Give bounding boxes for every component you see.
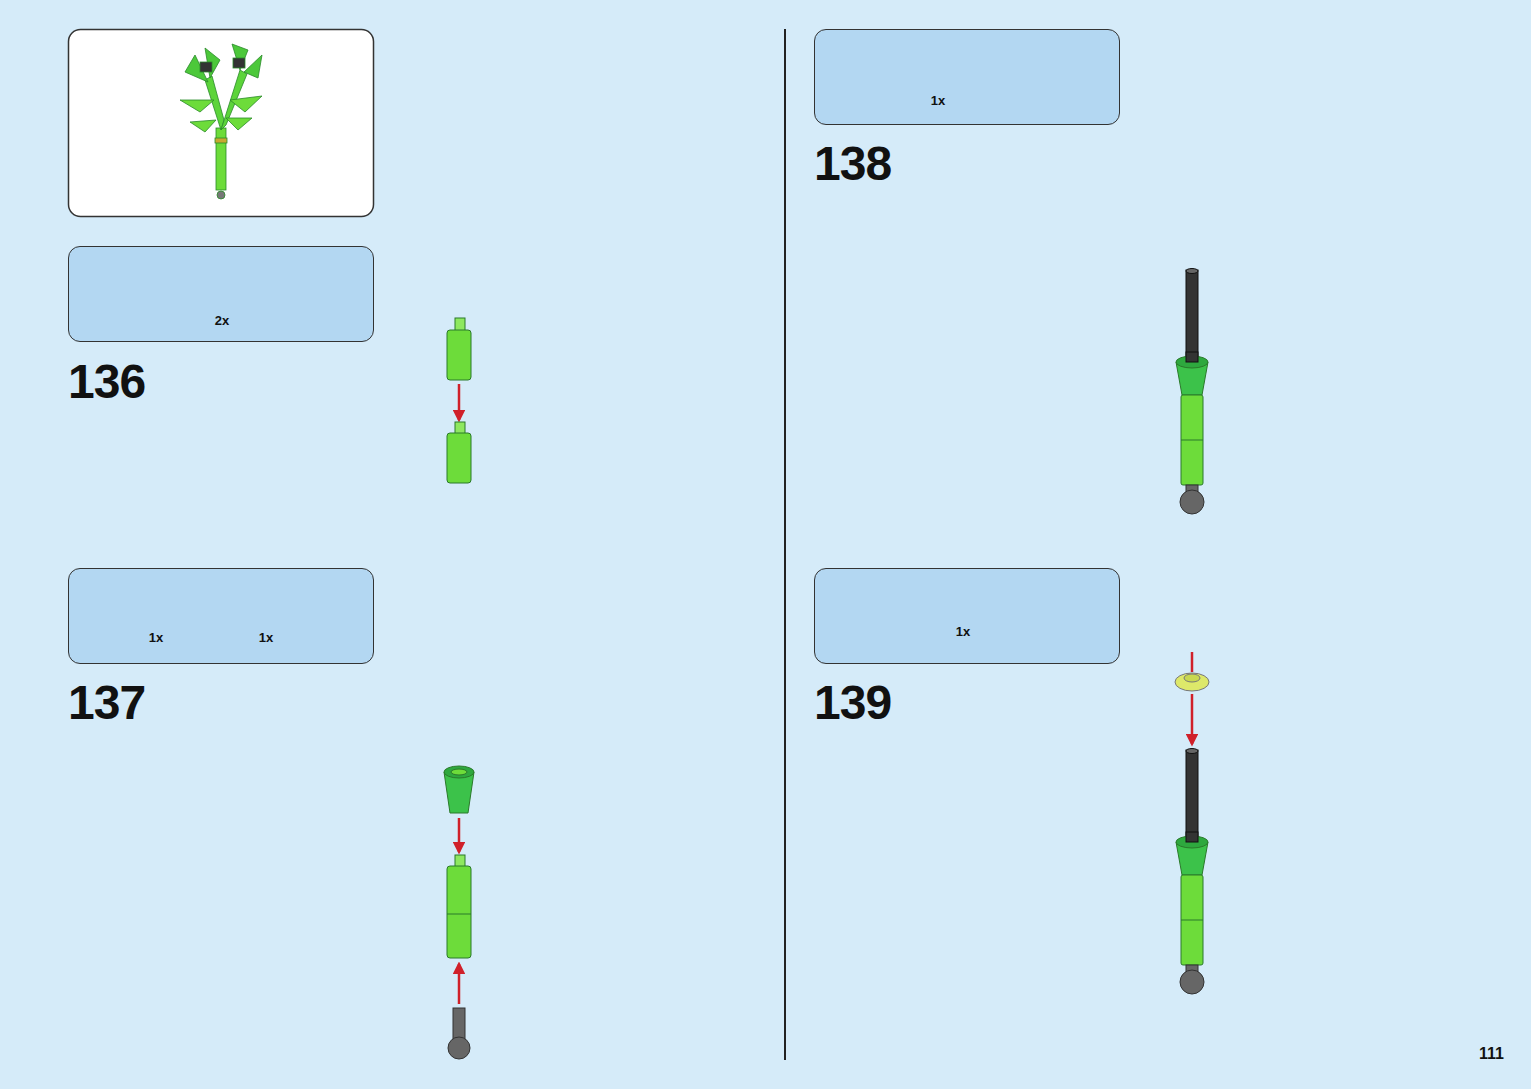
- parts-callout: 1x 1x: [68, 568, 374, 664]
- part-count: 2x: [215, 313, 229, 328]
- part-count: 1x: [259, 630, 273, 645]
- step-number: 139: [814, 679, 891, 727]
- part-count: 1x: [956, 624, 970, 639]
- page-divider: [784, 29, 786, 1060]
- parts-callout: 1x: [814, 29, 1120, 125]
- step-number: 136: [68, 358, 145, 406]
- parts-callout: 2x: [68, 246, 374, 342]
- step-number: 138: [814, 140, 891, 188]
- tree-preview: [180, 44, 262, 199]
- part-count: 1x: [149, 630, 163, 645]
- page-number: 111: [1479, 1046, 1504, 1062]
- step-number: 137: [68, 679, 145, 727]
- step-138-art: [1176, 269, 1208, 515]
- step-139-art: [1175, 652, 1209, 994]
- preview-panel: [69, 30, 374, 217]
- step-137-art: [444, 766, 474, 1059]
- part-count: 1x: [931, 93, 945, 108]
- parts-callout: 1x: [814, 568, 1120, 664]
- step-136-art: [447, 318, 471, 483]
